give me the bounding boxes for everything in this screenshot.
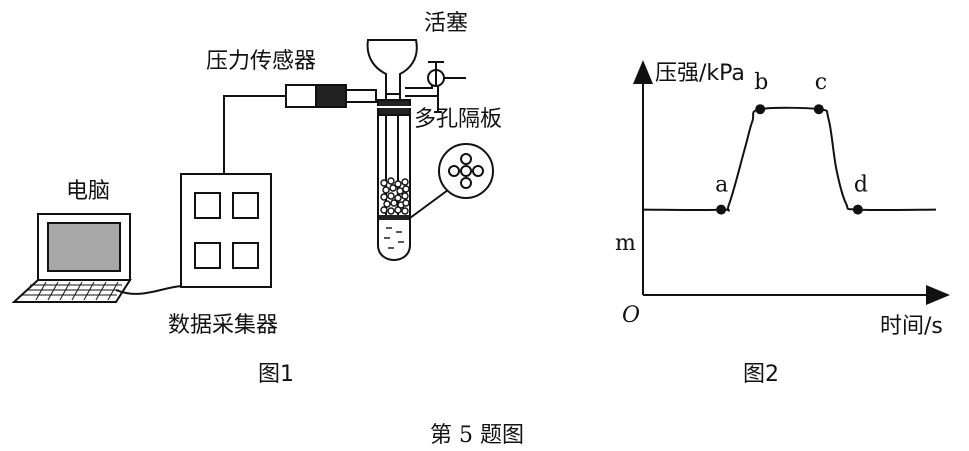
cable-computer-collector — [115, 285, 182, 295]
figure2-caption: 图2 — [743, 362, 779, 387]
computer-screen — [47, 222, 121, 272]
point-label-a: a — [715, 173, 728, 198]
figure-2: 压强/kPa 时间/s O m a b c d 图2 — [615, 60, 950, 387]
m-label: m — [615, 231, 636, 256]
collector-label: 数据采集器 — [168, 313, 278, 338]
keyboard-keys — [22, 281, 122, 301]
point-label-c: c — [815, 70, 827, 95]
figure1-caption: 图1 — [258, 362, 294, 387]
data-collector — [180, 173, 272, 288]
figure-caption: 第 5 题图 — [430, 423, 524, 448]
porous-plate-zoom — [438, 143, 494, 199]
x-axis-label: 时间/s — [880, 314, 943, 339]
pressure-curve — [642, 106, 937, 212]
point-layer: a b c d — [715, 70, 868, 215]
porous-plate — [379, 215, 409, 220]
plate-leader-line — [409, 189, 449, 219]
rubber-stopper — [376, 99, 412, 116]
solid-particles — [380, 177, 410, 215]
cable-collector-sensor — [223, 95, 286, 174]
sensor-label: 压力传感器 — [206, 49, 316, 74]
plate-label: 多孔隔板 — [414, 107, 502, 132]
pressure-sensor — [285, 84, 377, 108]
point-b — [755, 104, 766, 115]
point-d — [852, 204, 863, 215]
figure-1: 电脑 数据采集器 压力传感器 活塞 — [11, 11, 502, 387]
liquid — [384, 227, 404, 249]
origin-label: O — [622, 303, 640, 328]
collector-window-1 — [194, 192, 221, 219]
collector-window-2 — [232, 192, 259, 219]
point-label-b: b — [754, 70, 768, 95]
point-a — [716, 204, 727, 215]
valve-label: 活塞 — [424, 11, 468, 36]
side-tube-stopcock — [405, 61, 466, 113]
computer — [11, 213, 132, 303]
point-label-d: d — [854, 173, 868, 198]
y-axis-label: 压强/kPa — [655, 61, 745, 86]
point-c — [813, 104, 824, 115]
computer-label: 电脑 — [66, 179, 110, 204]
collector-window-4 — [232, 242, 259, 269]
collector-window-3 — [194, 242, 221, 269]
